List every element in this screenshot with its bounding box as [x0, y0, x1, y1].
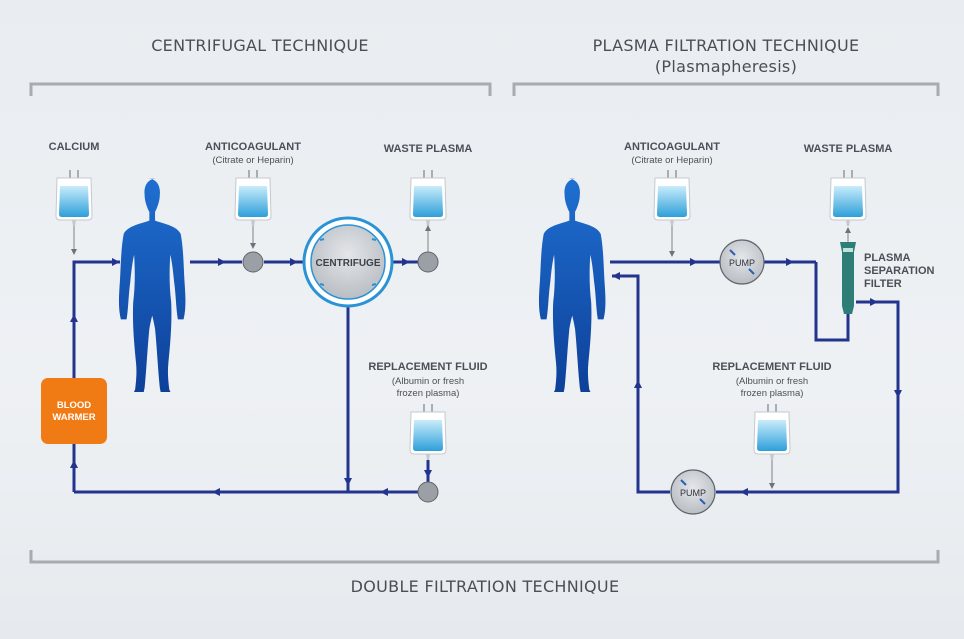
- label-anticoagulant-sub: (Citrate or Heparin): [212, 155, 293, 166]
- blood-warmer-label-2: WARMER: [52, 412, 95, 423]
- bag-waste-plasma-icon: [409, 170, 447, 226]
- bracket-double-filtration: [29, 550, 940, 564]
- label-waste-plasma: WASTE PLASMA: [384, 143, 473, 155]
- bag-calcium-icon: [55, 170, 93, 226]
- patient-right-icon: [538, 178, 606, 392]
- bag-replacement-right-icon: [753, 404, 791, 460]
- label-calcium: CALCIUM: [49, 141, 100, 153]
- bracket-centrifugal: [29, 82, 492, 96]
- title-double-filtration: DOUBLE FILTRATION TECHNIQUE: [351, 577, 620, 596]
- bag-anticoagulant-right-icon: [653, 170, 691, 226]
- centrifuge: CENTRIFUGE: [302, 216, 394, 308]
- pump-top-label: PUMP: [729, 258, 755, 268]
- valve-replacement-icon: [417, 481, 439, 503]
- label-filter-2: SEPARATION: [864, 265, 935, 277]
- pump-bottom: PUMP: [670, 469, 716, 515]
- pump-top: PUMP: [719, 239, 765, 285]
- valve-anticoagulant-icon: [242, 251, 264, 273]
- label-replacement-sub1-right: (Albumin or fresh: [736, 376, 808, 387]
- bag-anticoagulant-icon: [234, 170, 272, 226]
- label-replacement-sub2: frozen plasma): [397, 388, 460, 399]
- patient-icon: [118, 178, 186, 392]
- blood-warmer: BLOOD WARMER: [41, 378, 107, 444]
- pump-bottom-label: PUMP: [680, 488, 706, 498]
- label-anticoagulant: ANTICOAGULANT: [205, 141, 301, 153]
- bag-waste-plasma-right-icon: [829, 170, 867, 226]
- label-filter-1: PLASMA: [864, 252, 911, 264]
- plasma-separation-filter-icon: [840, 242, 856, 314]
- label-anticoagulant-right: ANTICOAGULANT: [624, 141, 720, 153]
- bag-replacement-icon: [409, 404, 447, 460]
- label-anticoagulant-sub-right: (Citrate or Heparin): [631, 155, 712, 166]
- title-plasma-filtration: PLASMA FILTRATION TECHNIQUE: [593, 36, 860, 55]
- valve-waste-icon: [417, 251, 439, 273]
- bracket-plasma-filtration: [512, 82, 940, 96]
- title-centrifugal: CENTRIFUGAL TECHNIQUE: [151, 36, 369, 55]
- plasma-filtration-diagram: ANTICOAGULANT (Citrate or Heparin) WASTE…: [538, 141, 935, 515]
- label-waste-plasma-right: WASTE PLASMA: [804, 143, 893, 155]
- blood-warmer-label-1: BLOOD: [57, 400, 91, 411]
- label-filter-3: FILTER: [864, 278, 902, 290]
- centrifuge-label: CENTRIFUGE: [316, 258, 381, 269]
- label-replacement-right: REPLACEMENT FLUID: [712, 361, 831, 373]
- label-replacement-sub2-right: frozen plasma): [741, 388, 804, 399]
- centrifugal-diagram: CALCIUM ANTICOAGULANT (Citrate or Hepari…: [41, 141, 488, 503]
- label-replacement-sub1: (Albumin or fresh: [392, 376, 464, 387]
- label-replacement-fluid: REPLACEMENT FLUID: [368, 361, 487, 373]
- subtitle-plasmapheresis: (Plasmapheresis): [655, 57, 797, 76]
